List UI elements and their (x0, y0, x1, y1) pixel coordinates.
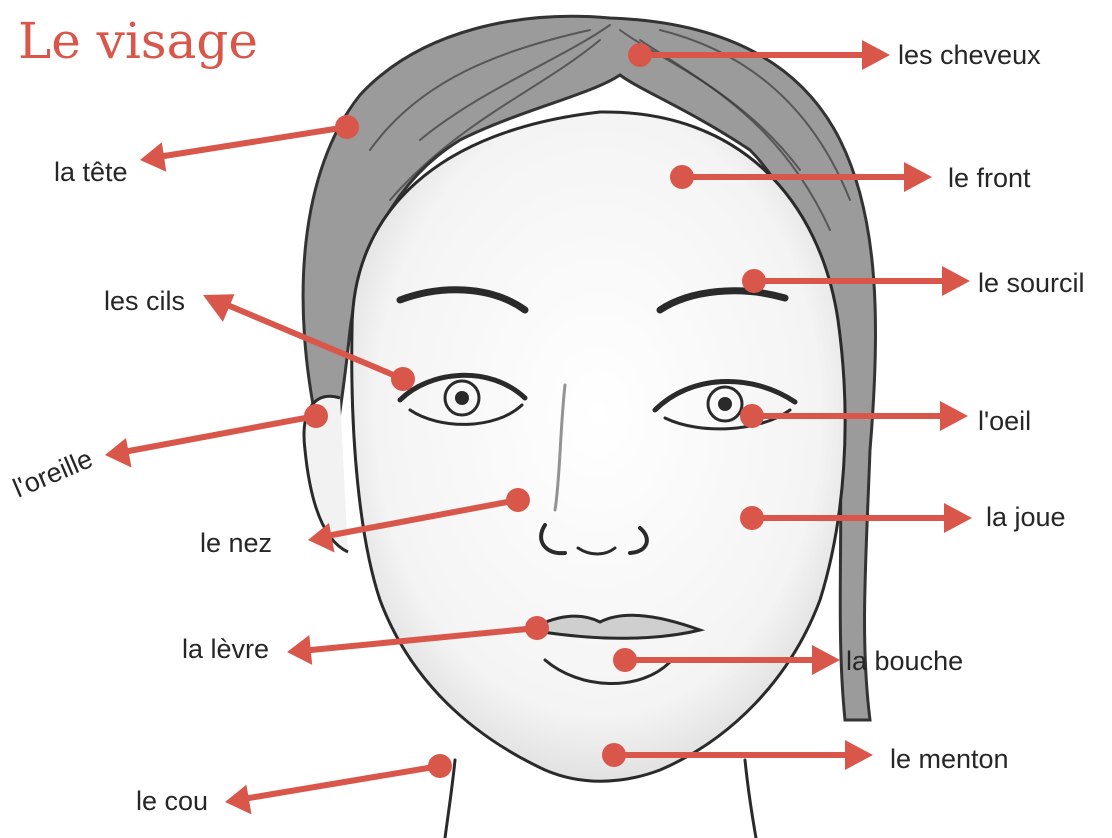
label-cheveux: les cheveux (898, 40, 1041, 70)
label-bouche: la bouche (846, 646, 963, 676)
label-front: le front (948, 163, 1031, 193)
arrow-cou (225, 754, 452, 814)
neck-right (745, 760, 756, 838)
label-oreille: l'oreille (9, 443, 97, 503)
face-skin (352, 112, 845, 781)
label-tete: la tête (54, 157, 128, 187)
label-menton: le menton (890, 744, 1009, 774)
arrow-oreille (105, 404, 328, 468)
label-cou: le cou (136, 786, 208, 816)
label-levre: la lèvre (182, 634, 269, 664)
face-illustration (303, 16, 875, 838)
diagram-title: Le visage (18, 12, 258, 70)
label-nez: le nez (200, 528, 272, 558)
label-oeil: l'oeil (978, 406, 1031, 436)
label-joue: la joue (986, 502, 1066, 532)
label-sourcil: le sourcil (978, 268, 1085, 298)
label-cils: les cils (104, 286, 185, 316)
